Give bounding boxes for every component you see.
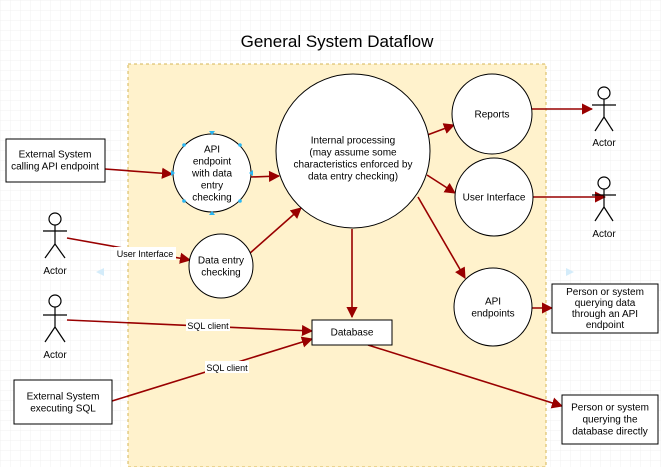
edge-ext-to-api[interactable] (104, 167, 174, 179)
edge-api-to-internal[interactable] (250, 170, 281, 182)
node-label-line: (may assume some (309, 148, 397, 159)
actor-label-right-top: Actor (592, 138, 616, 149)
node-data-entry[interactable] (188, 233, 254, 299)
edge-label-bg (186, 319, 230, 331)
node-label-line: through an API (572, 309, 638, 320)
node-label-line: database directly (572, 427, 648, 438)
node-label-line: checking (201, 268, 240, 279)
edge-label-sql-client-2: SQL client (206, 363, 248, 373)
node-label-line: executing SQL (30, 404, 96, 415)
edge-internal-to-ui[interactable] (426, 174, 456, 194)
actor-icon-left-top[interactable] (43, 212, 67, 259)
node-label-line: External System (19, 150, 92, 161)
node-label-line: querying data (575, 298, 636, 309)
node-label-line: Internal processing (311, 136, 396, 147)
node-label-line: characteristics enforced by (294, 160, 413, 171)
node-label-line: API (485, 297, 501, 308)
node-label-line: Data entry (198, 256, 244, 267)
actor-icon-right-top[interactable] (592, 86, 616, 132)
edge-internal-to-apiendpoints[interactable] (417, 196, 466, 279)
edge-label-bg (114, 247, 176, 260)
actor-label-left-mid: Actor (43, 350, 67, 361)
node-ext-sql[interactable] (13, 379, 113, 425)
actor-icon-left-mid[interactable] (43, 294, 67, 343)
node-reports[interactable] (451, 73, 533, 155)
node-label-line: endpoint (586, 320, 625, 331)
node-label-line: Person or system (571, 403, 649, 414)
edge-label-bg (205, 361, 249, 373)
edge-label-user-interface: User Interface (117, 249, 174, 259)
diagram-title: General System Dataflow (241, 32, 434, 51)
selection-handles (171, 131, 253, 215)
node-ext-api-caller[interactable] (5, 138, 106, 183)
node-label-line: endpoint (193, 157, 232, 168)
node-label-line: querying the (582, 415, 637, 426)
node-label-line: endpoints (471, 309, 514, 320)
edge-database-to-person[interactable] (367, 344, 564, 409)
node-label-user-interface: User Interface (463, 193, 526, 204)
node-label-line: data entry checking) (308, 172, 398, 183)
node-label-line: Database (331, 328, 374, 339)
node-label-line: with data (191, 169, 232, 180)
node-label-line: API (204, 145, 220, 156)
node-label-line: User Interface (463, 193, 526, 204)
node-person-db[interactable] (561, 394, 659, 445)
node-api-endpoints[interactable] (453, 267, 533, 347)
node-person-api[interactable] (551, 283, 659, 334)
actor-label-left-top: Actor (43, 266, 67, 277)
edge-dataentry-to-internal[interactable] (248, 207, 302, 255)
node-user-interface[interactable] (454, 157, 534, 237)
node-internal[interactable] (275, 73, 431, 229)
node-label-line: calling API endpoint (11, 162, 99, 173)
node-label-line: checking (192, 193, 231, 204)
actor-label-right-mid: Actor (592, 229, 616, 240)
node-label-line: Person or system (566, 287, 644, 298)
node-label-database: Database (331, 328, 374, 339)
node-label-line: Reports (474, 110, 509, 121)
edge-label-sql-client-1: SQL client (187, 321, 229, 331)
node-label-reports: Reports (474, 110, 509, 121)
node-label-line: External System (27, 392, 100, 403)
node-database[interactable] (311, 319, 393, 346)
actor-icon-right-mid[interactable] (592, 176, 616, 222)
node-label-line: entry (201, 181, 223, 192)
